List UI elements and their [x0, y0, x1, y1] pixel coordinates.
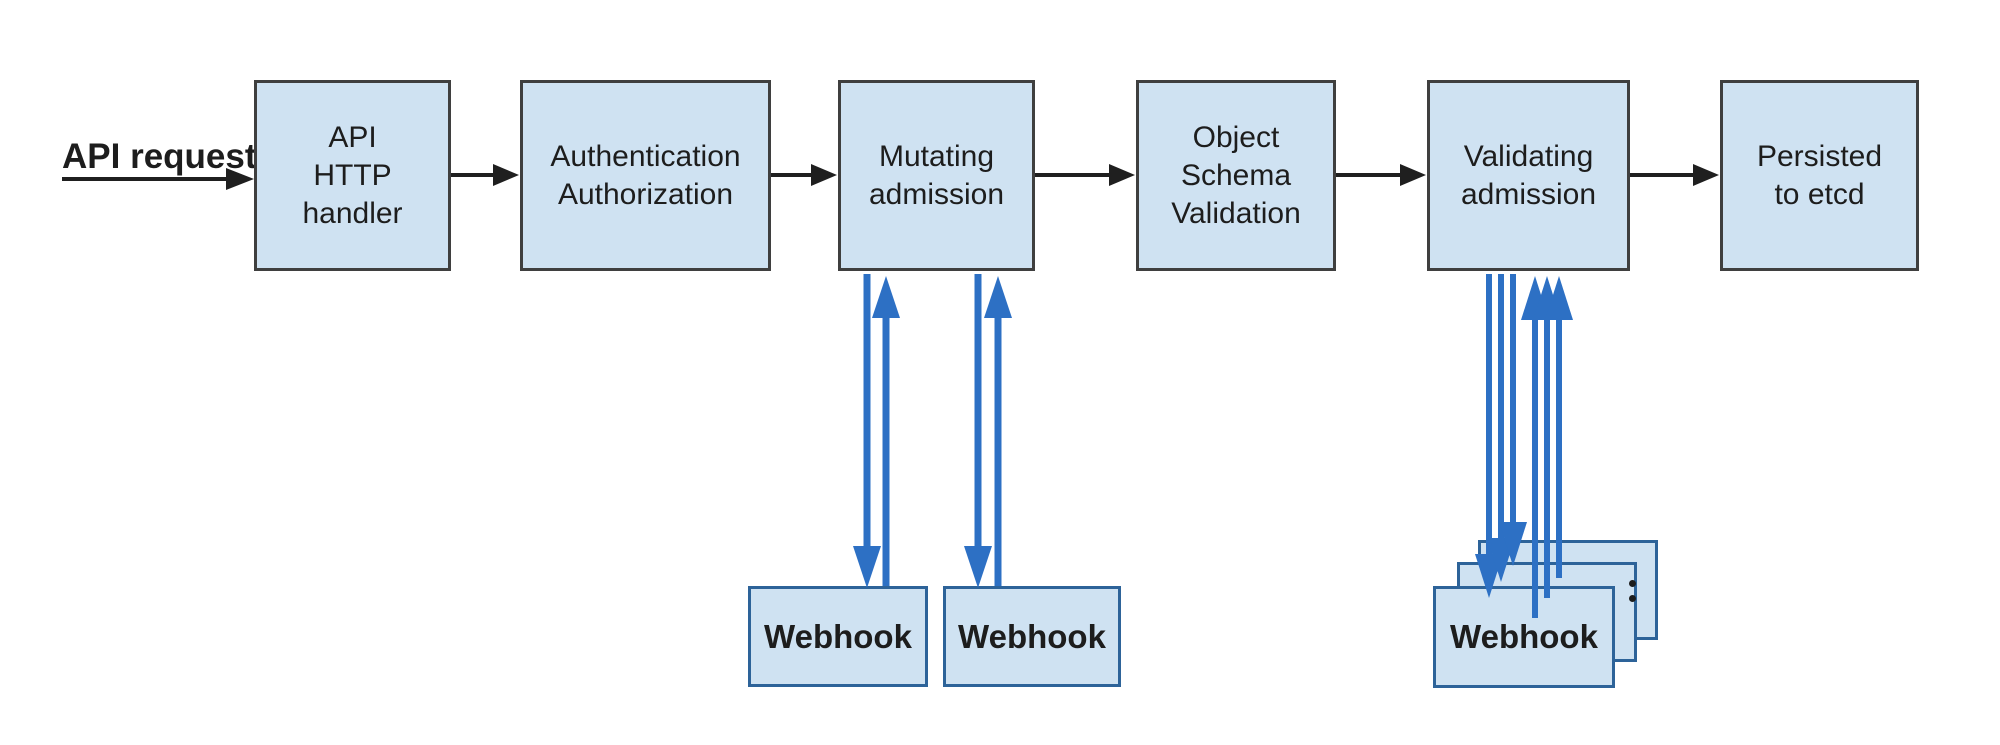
mutating-webhook2-response-arrow [984, 276, 1012, 586]
mutating-webhook1-request-arrow [853, 274, 881, 588]
validating-webhook-box-front: Webhook [1433, 586, 1615, 688]
ellipsis-dot [1629, 580, 1636, 587]
arrow-validating-to-etcd [1630, 164, 1719, 186]
webhook-label: Webhook [958, 617, 1106, 655]
ellipsis-dot [1629, 595, 1636, 602]
stage-object-schema-validation: Object Schema Validation [1136, 80, 1336, 271]
mutating-webhook1-response-arrow [872, 276, 900, 586]
mutating-webhook2-request-arrow [964, 274, 992, 588]
arrow-mutating-to-schema [1035, 164, 1135, 186]
validating-webhook-request-arrow-3 [1499, 274, 1527, 566]
arrow-schema-to-validating [1336, 164, 1426, 186]
api-request-label: API request [62, 137, 257, 176]
stage-mutating-admission: Mutating admission [838, 80, 1035, 271]
stage-label: Mutating admission [868, 139, 1005, 211]
stage-label: Object Schema Validation [1171, 120, 1301, 230]
validating-webhook-response-arrow-3 [1545, 276, 1573, 578]
stage-validating-admission: Validating admission [1427, 80, 1630, 271]
stage-label: Authentication Authorization [550, 139, 741, 211]
validating-webhook-request-arrow-2 [1487, 274, 1515, 582]
webhook-label: Webhook [1450, 618, 1598, 655]
stage-label: Persisted to etcd [1756, 139, 1883, 211]
mutating-webhook-box-1: Webhook [748, 586, 928, 687]
stage-authentication-authorization: Authentication Authorization [520, 80, 771, 271]
stage-label: Validating admission [1460, 139, 1597, 211]
vertical-ellipsis-icon [1629, 580, 1636, 602]
stage-persisted-to-etcd: Persisted to etcd [1720, 80, 1919, 271]
stage-label: API HTTP handler [302, 120, 403, 230]
webhook-label: Webhook [764, 617, 912, 655]
mutating-webhook-box-2: Webhook [943, 586, 1121, 687]
arrow-auth-to-mutating [771, 164, 837, 186]
arrow-handler-to-auth [451, 164, 519, 186]
stage-api-http-handler: API HTTP handler [254, 80, 451, 271]
